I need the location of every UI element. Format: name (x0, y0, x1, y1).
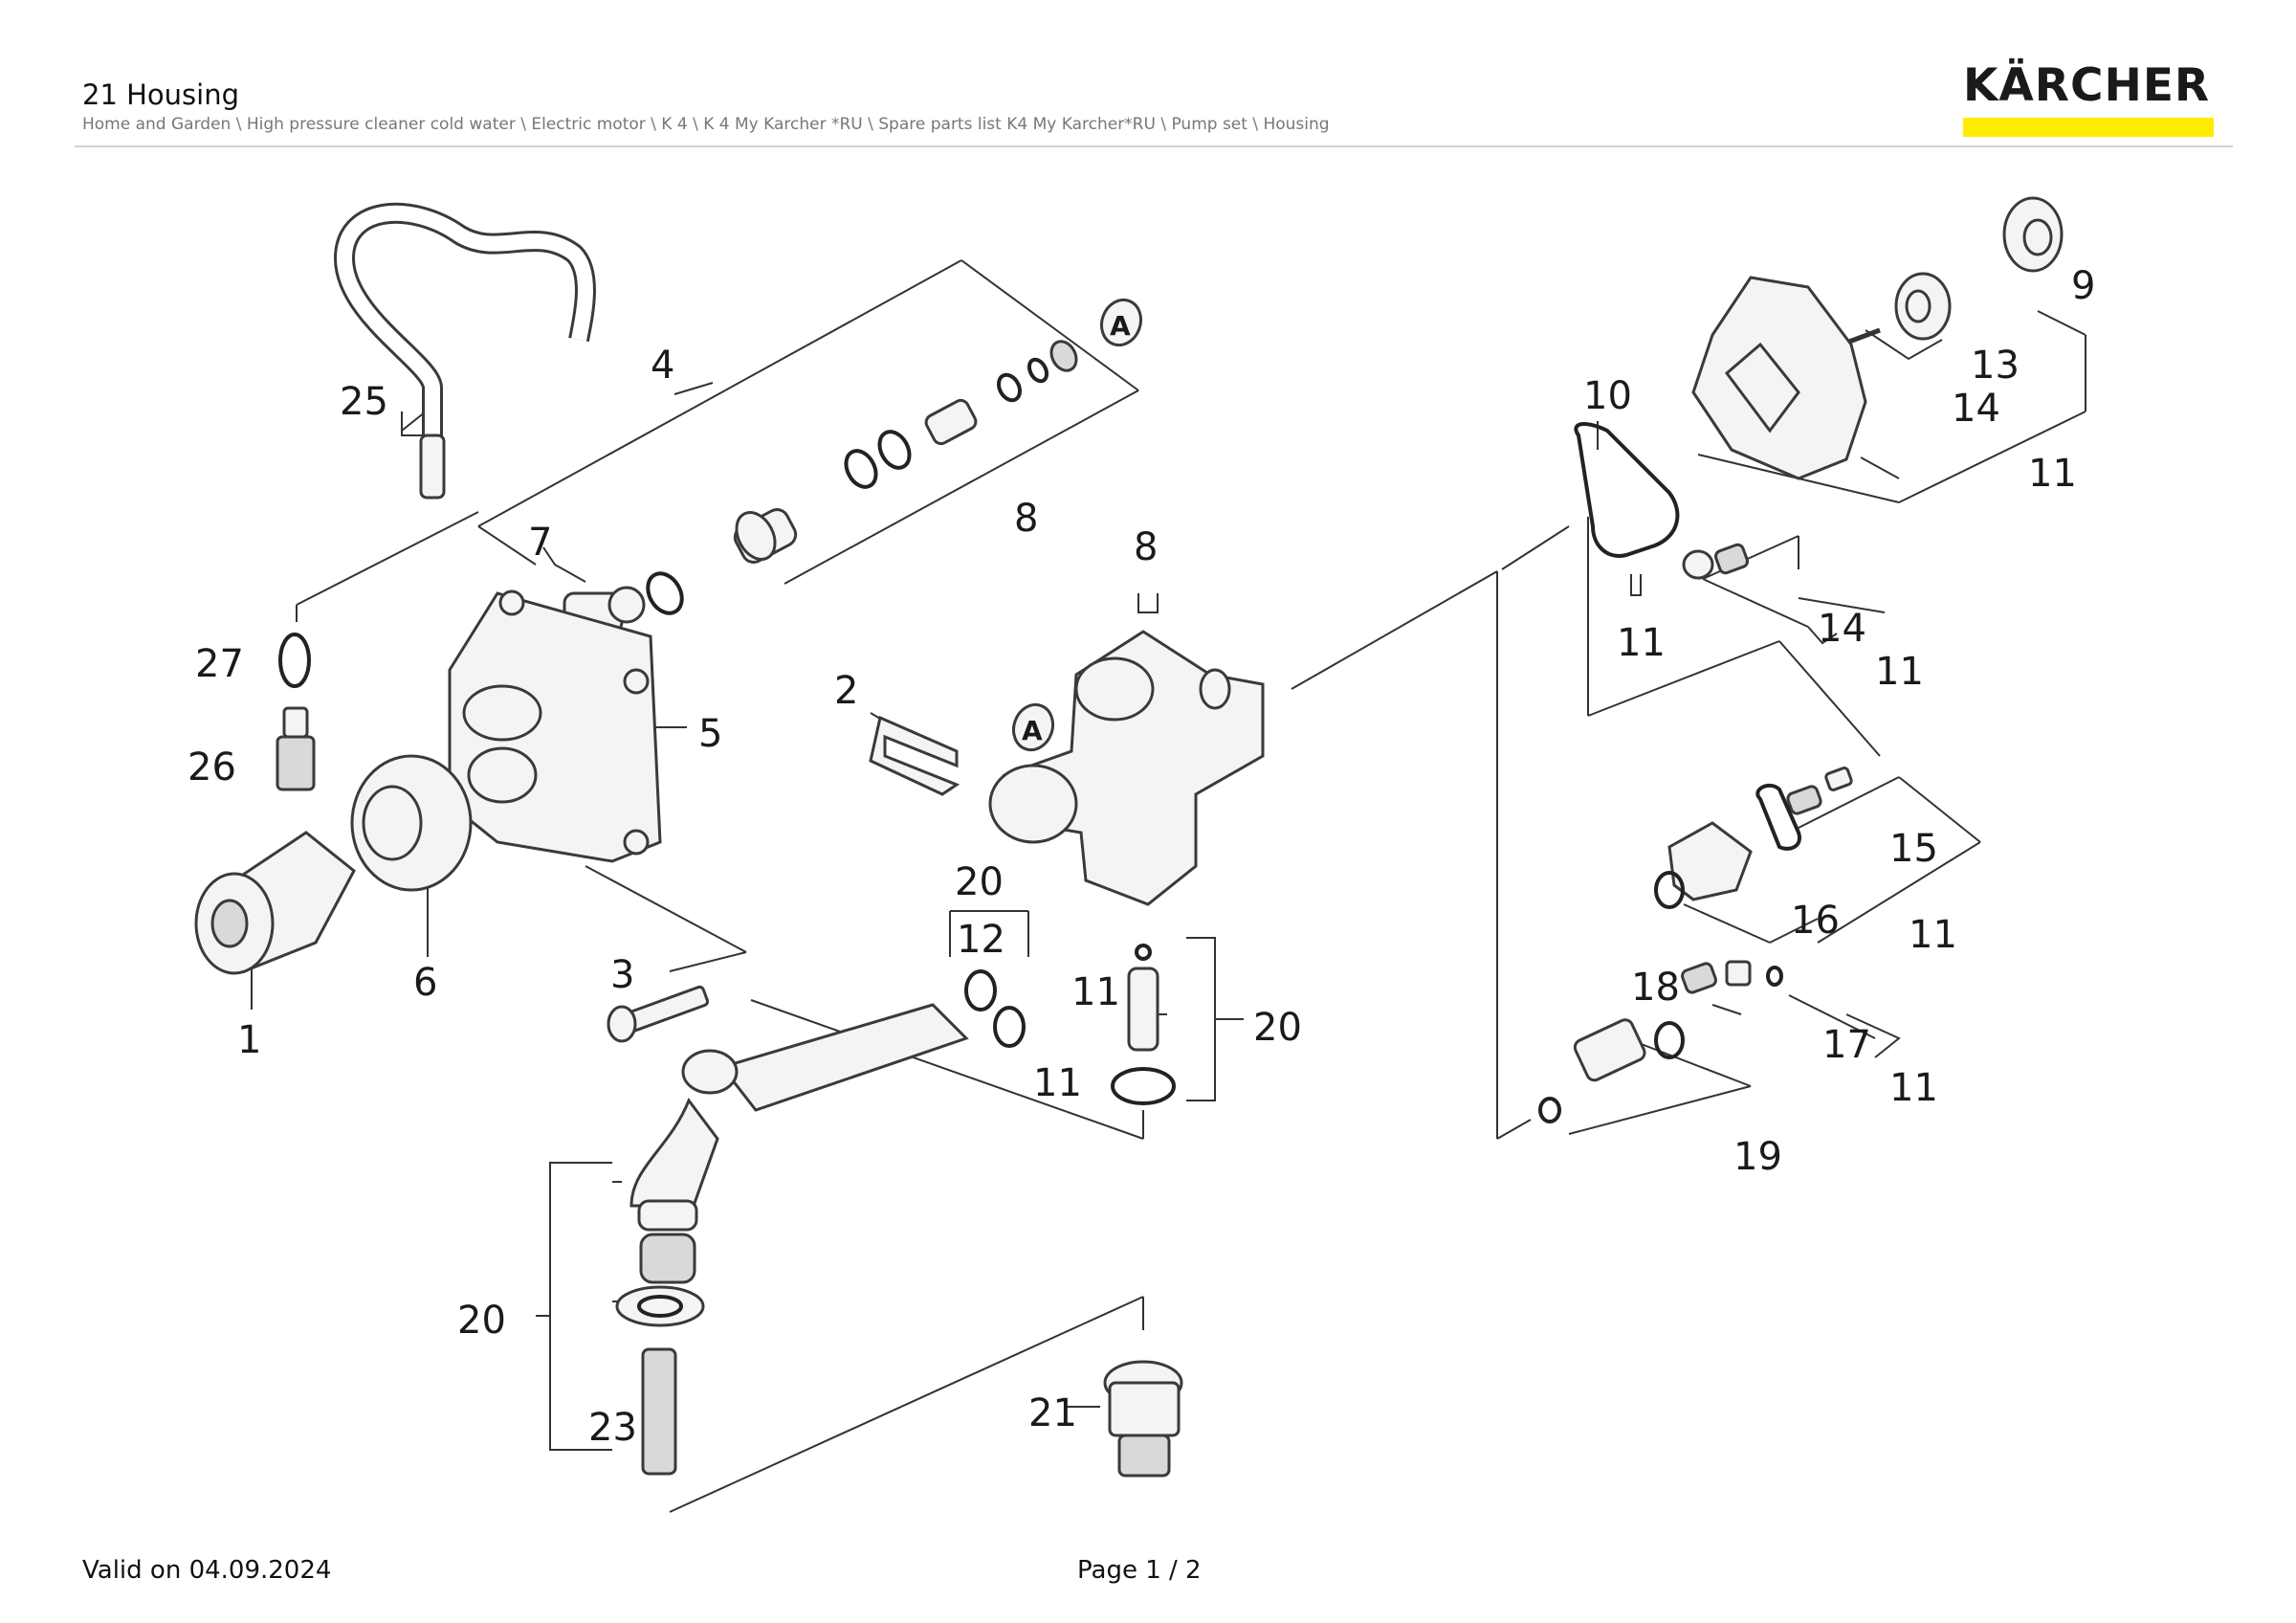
logo-yellow-bar (1963, 118, 2214, 137)
callout-4: 4 (651, 344, 674, 388)
callout-11-d: 11 (1909, 913, 1957, 957)
parts (194, 196, 2064, 1478)
callout-18: 18 (1631, 966, 1680, 1010)
callout-9: 9 (2071, 264, 2095, 308)
callout-8-top: 8 (1014, 497, 1038, 541)
callout-1: 1 (237, 1018, 261, 1062)
callout-11-a: 11 (2028, 452, 2077, 496)
callout-17: 17 (1822, 1023, 1871, 1067)
callout-11-e: 11 (1889, 1066, 1938, 1110)
callout-6: 6 (413, 961, 437, 1005)
callout-10: 10 (1583, 374, 1632, 418)
callout-11-f: 11 (1033, 1061, 1082, 1105)
callout-13: 13 (1971, 344, 2020, 388)
callout-23: 23 (588, 1406, 637, 1450)
header-divider (75, 145, 2233, 147)
valid-date: Valid on 04.09.2024 (82, 1556, 332, 1585)
connection-mark-a-center: A (1022, 715, 1043, 746)
callout-2: 2 (834, 669, 858, 713)
leader-lines (251, 259, 2086, 1513)
logo-wordmark: KÄRCHER (1963, 59, 2211, 112)
callout-3: 3 (610, 953, 634, 997)
callout-15: 15 (1889, 827, 1938, 871)
callout-20-top: 20 (955, 860, 1004, 904)
page-number: Page 1 / 2 (1077, 1556, 1202, 1585)
callout-8-center: 8 (1134, 525, 1158, 569)
callout-19: 19 (1733, 1135, 1782, 1179)
callout-11-c: 11 (1875, 650, 1924, 694)
callout-27: 27 (195, 642, 244, 686)
callout-14-a: 14 (1952, 387, 2000, 431)
callout-5: 5 (698, 712, 722, 756)
callout-14-b: 14 (1818, 607, 1866, 651)
callout-20-left: 20 (457, 1299, 506, 1343)
callout-labels: 1 2 3 4 5 6 7 8 8 9 10 11 11 11 11 11 11… (188, 264, 2095, 1450)
callout-16: 16 (1791, 899, 1840, 943)
callout-25: 25 (340, 380, 388, 424)
callout-20-right: 20 (1253, 1006, 1302, 1050)
callout-7: 7 (528, 521, 552, 565)
callout-11-g: 11 (1071, 970, 1120, 1014)
callout-21: 21 (1028, 1391, 1077, 1435)
callout-12: 12 (957, 918, 1005, 962)
callout-26: 26 (188, 745, 236, 789)
page-title: 21 Housing (82, 78, 240, 111)
karcher-logo: KÄRCHER (1963, 63, 2218, 137)
breadcrumb: Home and Garden \ High pressure cleaner … (82, 115, 1330, 134)
callout-11-b: 11 (1617, 621, 1666, 665)
connection-mark-a-top: A (1110, 310, 1131, 342)
